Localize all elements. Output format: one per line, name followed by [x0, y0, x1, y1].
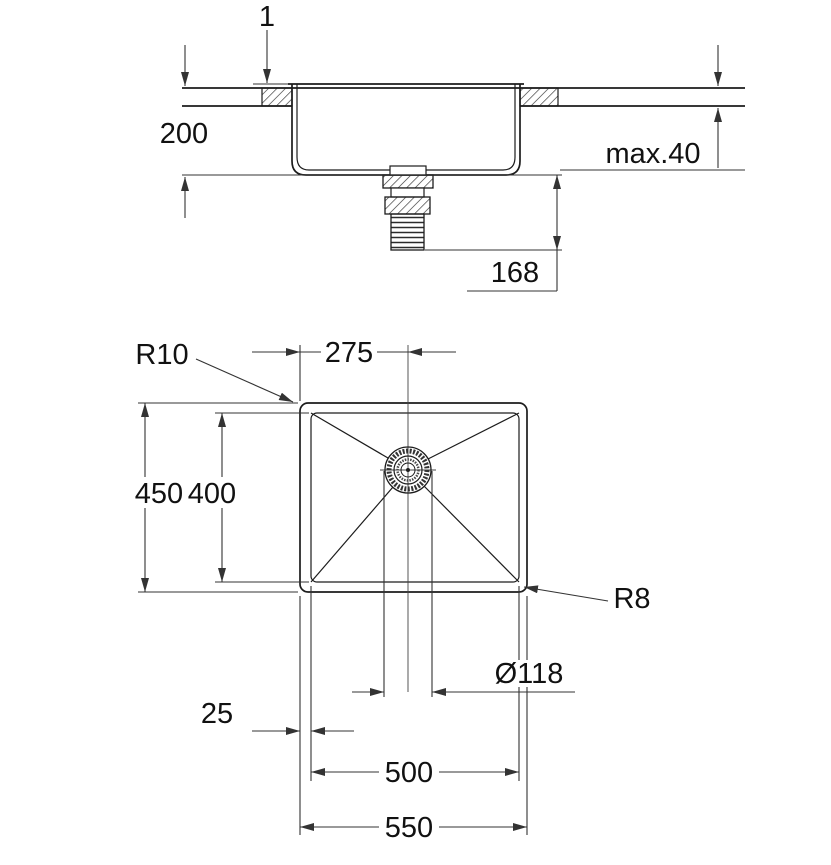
dim-outer-width: 550 — [300, 811, 527, 844]
dim-label-bowl-width: 500 — [385, 757, 433, 789]
drain-assembly-section — [382, 174, 434, 251]
countertop-section — [182, 87, 745, 107]
dim-bowl-depth: 200 — [160, 45, 208, 218]
dim-bowl-radius: R8 — [523, 583, 651, 615]
dim-label-drain-diameter: Ø118 — [495, 658, 564, 690]
sink-outline-plan — [299, 402, 528, 593]
counter-hatch-left — [261, 87, 293, 107]
dim-rim-offset: 25 — [201, 698, 354, 735]
counter-hatch-right — [519, 87, 559, 107]
dim-drain-center: 275 — [252, 337, 456, 401]
dim-counter-thickness: max.40 — [560, 45, 745, 171]
dim-label-rim-offset: 25 — [201, 698, 233, 730]
plan-view: 275 R10 450 400 R8 Ø118 — [131, 337, 651, 844]
dim-label-drain-clearance: 168 — [491, 257, 539, 289]
dim-label-drain-center: 275 — [325, 337, 373, 369]
dim-label-outer-width: 550 — [385, 812, 433, 844]
sink-bowl-section — [288, 83, 524, 176]
dim-label-counter-thickness: max.40 — [605, 138, 700, 170]
section-view: 1 200 max.40 168 — [160, 1, 745, 292]
dim-label-outer-radius: R10 — [135, 339, 188, 371]
dim-drain-diameter: Ø118 — [352, 658, 575, 696]
dim-outer-radius: R10 — [135, 339, 294, 403]
dim-drain-clearance: 168 — [182, 174, 562, 292]
dim-label-bowl-depth-plan: 400 — [188, 478, 236, 510]
dim-rim-height: 1 — [253, 1, 288, 85]
dim-bowl-depth-plan: 400 — [184, 412, 309, 583]
dim-label-bowl-depth: 200 — [160, 118, 208, 150]
dim-label-outer-depth: 450 — [135, 478, 183, 510]
dim-bowl-width: 500 — [311, 756, 519, 789]
drain-plan — [380, 345, 436, 692]
dim-outer-depth: 450 — [131, 402, 298, 593]
drain-flange-top — [389, 165, 427, 176]
plan-extension-lines — [299, 471, 528, 835]
dim-label-bowl-radius: R8 — [613, 583, 650, 615]
dim-label-rim-height: 1 — [259, 1, 275, 33]
